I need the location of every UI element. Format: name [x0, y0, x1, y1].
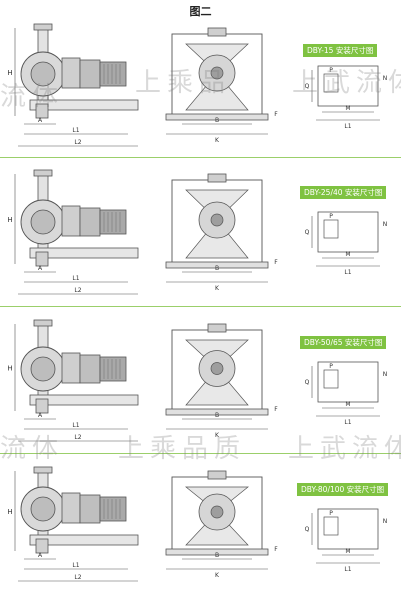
model-dimension-badge: DBY-80/100 安装尺寸图 — [297, 483, 389, 496]
dimension-label-l1-plan: L1 — [344, 123, 351, 130]
dimension-label-h: H — [7, 365, 12, 373]
dimension-label-k: K — [215, 572, 220, 579]
dimension-label-q: Q — [305, 229, 310, 236]
dimension-label-q: Q — [305, 526, 310, 533]
side-view — [14, 466, 139, 582]
side-view — [14, 319, 139, 442]
dimension-label-l1: L1 — [72, 562, 79, 569]
dimension-label-p: P — [329, 67, 333, 74]
dimension-label-l1: L1 — [72, 422, 79, 429]
dimension-label-m: M — [345, 548, 350, 555]
model-dimension-badge: DBY-15 安装尺寸图 — [303, 44, 378, 57]
dimension-label-n: N — [383, 221, 388, 228]
dimension-label-k: K — [215, 285, 220, 292]
dimension-label-f: F — [274, 406, 278, 413]
dimension-label-f: F — [274, 259, 278, 266]
dimension-label-p: P — [329, 213, 333, 220]
dimension-label-m: M — [345, 401, 350, 408]
dimension-label-p: P — [329, 363, 333, 370]
dimension-label-n: N — [383, 75, 388, 82]
section-divider — [0, 157, 401, 158]
dimension-label-b: B — [215, 552, 219, 559]
dimension-label-a: A — [38, 552, 43, 559]
section-divider — [0, 453, 401, 454]
dimension-label-l2: L2 — [74, 287, 81, 294]
section-divider — [0, 306, 401, 307]
dimension-label-l1-plan: L1 — [344, 269, 351, 276]
mounting-plan-view — [311, 65, 380, 121]
dimension-label-n: N — [383, 518, 388, 525]
dimension-label-l1: L1 — [72, 127, 79, 134]
front-view — [165, 470, 269, 570]
dimension-label-k: K — [215, 137, 220, 144]
dimension-label-l1-plan: L1 — [344, 566, 351, 573]
dimension-label-q: Q — [305, 83, 310, 90]
mounting-plan-view — [311, 508, 380, 564]
front-view — [165, 173, 269, 283]
dimension-label-a: A — [38, 412, 43, 419]
dimension-label-k: K — [215, 432, 220, 439]
dimension-label-b: B — [215, 117, 219, 124]
dimension-label-b: B — [215, 265, 219, 272]
dimension-label-b: B — [215, 412, 219, 419]
mounting-plan-view — [311, 361, 380, 417]
dimension-label-h: H — [7, 69, 12, 77]
dimension-label-m: M — [345, 251, 350, 258]
side-view — [14, 169, 139, 295]
dimension-label-h: H — [7, 508, 12, 516]
dimension-label-l2: L2 — [74, 139, 81, 146]
model-dimension-badge: DBY-25/40 安装尺寸图 — [300, 186, 387, 199]
mounting-plan-view — [311, 211, 380, 267]
dimension-label-l2: L2 — [74, 434, 81, 441]
side-view — [14, 23, 139, 147]
dimension-label-l1: L1 — [72, 275, 79, 282]
dimension-label-f: F — [274, 546, 278, 553]
front-view — [165, 27, 269, 135]
dimension-label-m: M — [345, 105, 350, 112]
dimension-label-l2: L2 — [74, 574, 81, 581]
dimension-label-p: P — [329, 510, 333, 517]
dimension-label-q: Q — [305, 379, 310, 386]
dimension-label-n: N — [383, 371, 388, 378]
dimension-label-f: F — [274, 111, 278, 118]
figure-title: 图二 — [189, 5, 212, 18]
dimension-label-h: H — [7, 216, 12, 224]
dimension-label-l1-plan: L1 — [344, 419, 351, 426]
model-dimension-badge: DBY-50/65 安装尺寸图 — [300, 336, 387, 349]
dimension-label-a: A — [38, 117, 43, 124]
front-view — [165, 323, 269, 430]
dimension-label-a: A — [38, 265, 43, 272]
